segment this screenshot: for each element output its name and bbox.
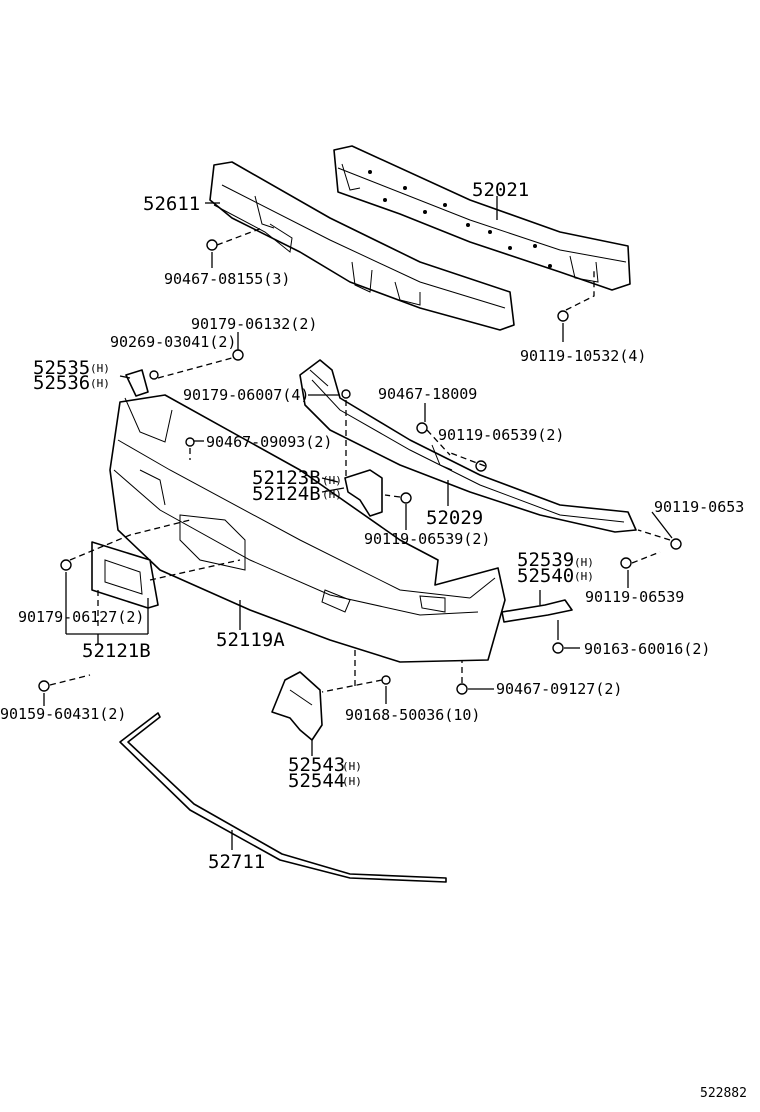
label-52544-suffix: (H) [342,775,362,788]
bumper-reinforcement-52021[interactable] [333,145,631,291]
side-bracket-52535[interactable] [125,369,149,397]
label-52540-suffix: (H) [574,570,594,583]
bumper-cover-52119a[interactable] [109,394,506,663]
label-90119-06539-b: 90119-06539(2) [364,530,490,548]
label-90119-06539-c: 90119-06539 [585,588,684,606]
label-90179-06127: 90179-06127(2) [18,608,144,626]
label-52544: 52544 [288,770,345,792]
part-labels: 52611 52021 90467-08155(3) 90119-10532(4… [0,179,747,1101]
label-90269-03041: 90269-03041(2) [110,333,236,351]
label-52543: 52543 [288,754,345,776]
leader-lines [43,196,673,850]
label-90119-10532: 90119-10532(4) [520,347,646,365]
bumper-retainer-52029[interactable] [299,359,637,533]
label-90467-08155: 90467-08155(3) [164,270,290,288]
label-52539-suffix: (H) [574,556,594,569]
label-52124b-suffix: (H) [322,488,342,501]
label-90467-09127: 90467-09127(2) [496,680,622,698]
label-90119-0653: 90119-0653 [654,498,744,516]
label-52539: 52539 [517,549,574,571]
label-52711: 52711 [208,851,265,873]
fastener-icons [38,239,682,695]
label-52021: 52021 [472,179,529,201]
diagram-id: 522882 [700,1086,747,1101]
label-52540: 52540 [517,565,574,587]
label-52121b: 52121B [82,640,151,662]
label-52535-suffix: (H) [90,362,110,375]
label-52029: 52029 [426,507,483,529]
energy-absorber-52611[interactable] [209,161,515,331]
label-90467-09093: 90467-09093(2) [206,433,332,451]
label-52124b: 52124B [252,483,321,505]
label-90179-06132: 90179-06132(2) [191,315,317,333]
lower-bracket-52543[interactable] [271,671,323,741]
label-52123b: 52123B [252,467,321,489]
label-52536: 52536 [33,372,90,394]
label-90168-50036: 90168-50036(10) [345,706,480,724]
label-52119a: 52119A [216,629,285,651]
side-bracket-52539[interactable] [501,599,573,623]
label-52536-suffix: (H) [90,377,110,390]
label-52123b-suffix: (H) [322,474,342,487]
label-90159-60431: 90159-60431(2) [0,705,126,723]
label-52543-suffix: (H) [342,760,362,773]
label-90119-06539-a: 90119-06539(2) [438,426,564,444]
label-52611: 52611 [143,193,200,215]
label-90179-06007: 90179-06007(4) [183,386,309,404]
molding-52711[interactable] [119,712,447,883]
bracket-52123b[interactable] [344,469,383,517]
license-bracket-52121b[interactable] [91,541,159,609]
label-90163-60016: 90163-60016(2) [584,640,710,658]
label-90467-18009: 90467-18009 [378,385,477,403]
label-52535: 52535 [33,357,90,379]
